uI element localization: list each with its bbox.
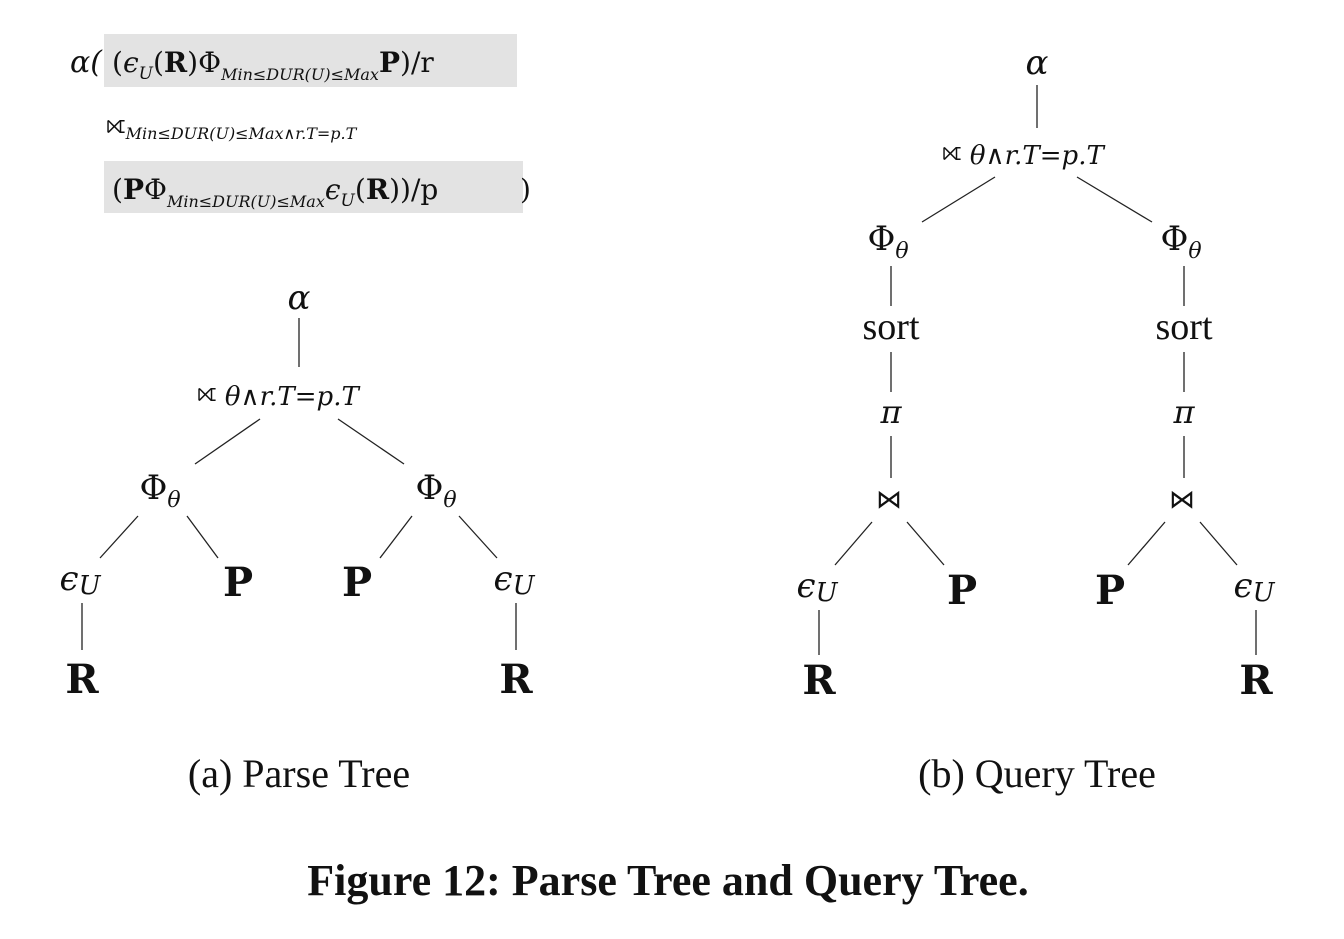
node-p-left: P (223, 559, 253, 606)
edge (379, 515, 413, 559)
node-r-left: R (65, 656, 99, 703)
node-epsilon-left: ϵU (797, 566, 839, 608)
expression-line2: ⟖Min≤DUR(U)≤Max∧r.T=p.T (106, 110, 358, 143)
node-pi-right: π (1172, 393, 1195, 431)
node-p-right: P (342, 559, 372, 606)
edge (1199, 521, 1238, 566)
edge (1127, 521, 1166, 566)
node-epsilon-right: ϵU (494, 559, 536, 601)
node-alpha: α (1026, 43, 1049, 83)
node-alpha: α (288, 278, 311, 318)
node-p-left: P (947, 567, 977, 614)
expression-line3: (PΦMin≤DUR(U)≤MaxϵU(R))/p (112, 173, 438, 211)
figure-caption: Figure 12: Parse Tree and Query Tree. (307, 856, 1028, 905)
edge (99, 515, 139, 559)
outer-join-symbol: ⟖ (197, 378, 217, 408)
expression-alpha: α( (70, 45, 103, 80)
highlight-line1 (104, 34, 517, 87)
caption-parse-tree: (a) Parse Tree (188, 751, 410, 796)
expression-line1: (ϵU(R)ΦMin≤DUR(U)≤MaxP)/r (112, 46, 434, 84)
caption-query-tree: (b) Query Tree (918, 751, 1156, 796)
algebra-expression: α( (ϵU(R)ΦMin≤DUR(U)≤MaxP)/r ⟖Min≤DUR(U)… (70, 34, 531, 213)
node-epsilon-left: ϵU (60, 559, 102, 601)
edge (186, 515, 219, 559)
node-phi-right: Φθ (415, 468, 456, 513)
node-p-right: P (1095, 567, 1125, 614)
outer-join-subscript: θ∧r.T=p.T (970, 141, 1106, 171)
edge (194, 418, 261, 465)
expression-close: ) (520, 173, 531, 206)
node-r-left: R (802, 657, 836, 704)
node-epsilon-right: ϵU (1234, 566, 1276, 608)
edge (906, 521, 945, 566)
node-phi-right: Φθ (1160, 219, 1201, 264)
node-join-left: ⋈ (876, 485, 902, 515)
query-tree: α ⟖ θ∧r.T=p.T Φθ Φθ sort sort π π ⋈ ⋈ ϵU… (797, 43, 1276, 796)
edge (834, 521, 873, 566)
node-join-right: ⋈ (1169, 485, 1195, 515)
edge (337, 418, 405, 465)
outer-join-symbol: ⟖ (942, 137, 962, 167)
node-phi-left: Φθ (867, 219, 908, 264)
edge (1076, 176, 1153, 223)
node-sort-right: sort (1156, 306, 1213, 348)
node-pi-left: π (879, 393, 902, 431)
node-outer-join: ⟖ θ∧r.T=p.T (197, 378, 360, 412)
edge (458, 515, 498, 559)
parse-tree: α ⟖ θ∧r.T=p.T Φθ Φθ ϵU P P ϵU R R (a) Pa… (60, 278, 536, 796)
node-r-right: R (1239, 657, 1273, 704)
node-phi-left: Φθ (139, 468, 180, 513)
outer-join-subscript: θ∧r.T=p.T (225, 382, 361, 412)
node-sort-left: sort (863, 306, 920, 348)
edge (921, 176, 996, 223)
highlight-line3 (104, 161, 523, 213)
node-r-right: R (499, 656, 533, 703)
node-outer-join: ⟖ θ∧r.T=p.T (942, 137, 1105, 171)
